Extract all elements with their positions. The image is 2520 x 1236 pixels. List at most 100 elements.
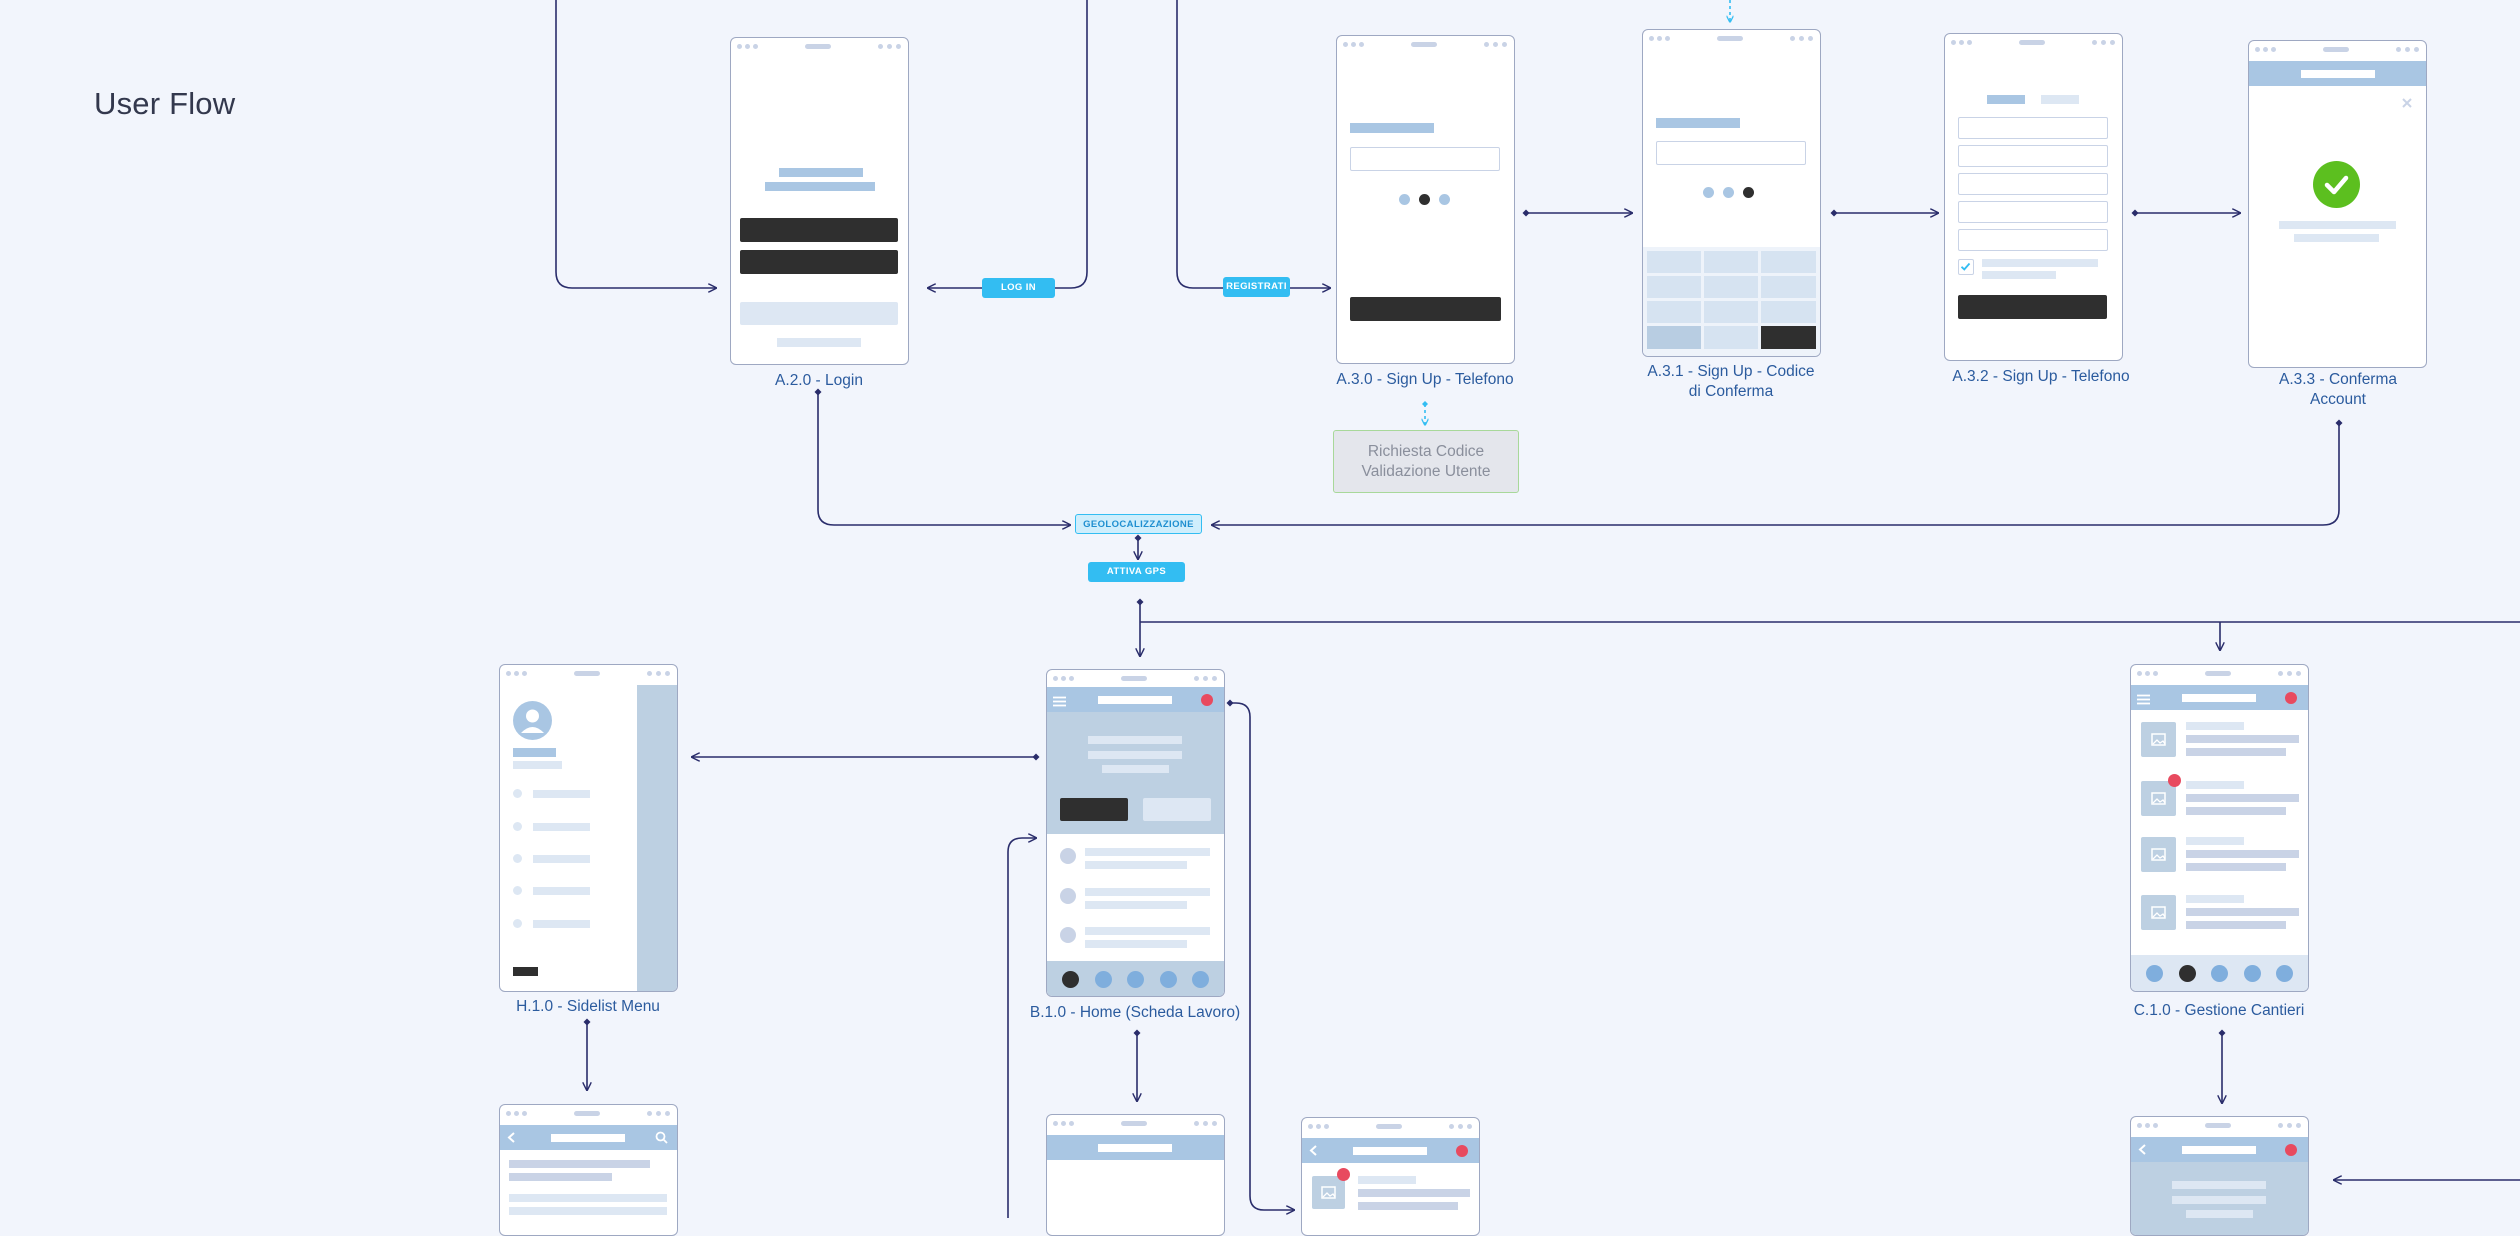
list-item-title[interactable]: [2186, 722, 2244, 730]
login-badge[interactable]: LOG IN: [982, 278, 1055, 298]
tab-inactive[interactable]: [2041, 95, 2079, 104]
list-item-title[interactable]: [2186, 895, 2244, 903]
screen-signup-code[interactable]: [1642, 29, 1821, 357]
keypad-key[interactable]: [1647, 251, 1701, 273]
tab-active[interactable]: [1987, 95, 2025, 104]
register-badge[interactable]: REGISTRATI: [1223, 277, 1290, 297]
screen-confirm-account[interactable]: [2248, 40, 2427, 368]
confirm-header: [2249, 61, 2426, 86]
screen-label-line1: A.3.1 - Sign Up - Codice: [1647, 363, 1815, 380]
confirm-text-placeholder: [2279, 221, 2396, 229]
numeric-keypad[interactable]: [1643, 247, 1820, 356]
menu-item[interactable]: [533, 823, 590, 831]
tab-dot-active[interactable]: [1062, 971, 1079, 988]
keypad-key[interactable]: [1704, 326, 1758, 349]
screen-cantiere-detail[interactable]: [2130, 1116, 2309, 1236]
screen-login[interactable]: [730, 37, 909, 365]
screen-sidelist-menu[interactable]: [499, 664, 678, 992]
checkbox-icon[interactable]: [1958, 259, 1974, 275]
list-item-text: [509, 1207, 667, 1215]
back-chevron-icon[interactable]: [1308, 1144, 1320, 1157]
hero-secondary-button[interactable]: [1143, 798, 1211, 821]
tab-dot[interactable]: [1192, 971, 1209, 988]
menu-item[interactable]: [533, 790, 590, 798]
hero-primary-button[interactable]: [1060, 798, 1128, 821]
hamburger-icon[interactable]: [2137, 692, 2150, 705]
form-field[interactable]: [1958, 145, 2108, 167]
list-item-text: [2186, 748, 2286, 756]
screen-gestione-cantieri[interactable]: [2130, 664, 2309, 992]
tab-dot[interactable]: [1160, 971, 1177, 988]
tab-dot[interactable]: [1095, 971, 1112, 988]
keypad-key[interactable]: [1761, 276, 1816, 298]
list-item-text[interactable]: [1085, 848, 1210, 856]
menu-item[interactable]: [533, 887, 590, 895]
phone-continue-button[interactable]: [1350, 297, 1501, 321]
back-chevron-icon[interactable]: [2137, 1143, 2149, 1156]
keypad-enter-key[interactable]: [1761, 326, 1816, 349]
form-field[interactable]: [1958, 117, 2108, 139]
logout-button[interactable]: [513, 967, 538, 976]
notification-badge[interactable]: [1456, 1145, 1468, 1157]
keypad-key[interactable]: [1704, 301, 1758, 323]
notification-badge[interactable]: [2285, 692, 2297, 704]
geolocation-badge[interactable]: GEOLOCALIZZAZIONE: [1075, 514, 1202, 534]
terms-text-placeholder: [1982, 259, 2098, 267]
tab-dot[interactable]: [2276, 965, 2293, 982]
header-title-placeholder: [551, 1134, 625, 1142]
header-title-placeholder: [1098, 696, 1172, 704]
menu-item[interactable]: [533, 920, 590, 928]
keypad-key[interactable]: [1704, 276, 1758, 298]
screen-signup-form[interactable]: [1944, 33, 2123, 361]
close-icon[interactable]: [2400, 96, 2414, 110]
image-placeholder-icon: [1312, 1176, 1345, 1209]
menu-bullet: [513, 854, 522, 863]
screen-search-list[interactable]: [499, 1104, 678, 1236]
list-item-text[interactable]: [1085, 927, 1210, 935]
tab-dot-active[interactable]: [2179, 965, 2196, 982]
notification-badge[interactable]: [1201, 694, 1213, 706]
login-primary-button[interactable]: [740, 218, 898, 242]
screen-home-detail[interactable]: [1046, 1114, 1225, 1236]
list-item-text[interactable]: [1085, 888, 1210, 896]
phone-input[interactable]: [1350, 147, 1500, 171]
list-item-title[interactable]: [2186, 781, 2244, 789]
back-chevron-icon[interactable]: [506, 1131, 518, 1144]
list-item-text: [1085, 861, 1187, 869]
validation-note-line2: Validazione Utente: [1361, 462, 1491, 480]
screen-signup-phone[interactable]: [1336, 35, 1515, 364]
list-item-title[interactable]: [2186, 837, 2244, 845]
keypad-key[interactable]: [1647, 276, 1701, 298]
hero-text-placeholder: [1088, 751, 1182, 759]
code-input[interactable]: [1656, 141, 1806, 165]
gps-badge[interactable]: ATTIVA GPS: [1088, 562, 1185, 582]
tab-dot[interactable]: [2211, 965, 2228, 982]
signup-submit-button[interactable]: [1958, 295, 2107, 319]
search-icon[interactable]: [655, 1131, 668, 1144]
sidelist-overlay[interactable]: [637, 685, 677, 991]
form-field[interactable]: [1958, 229, 2108, 251]
hero-text-placeholder: [1102, 765, 1169, 773]
keypad-key[interactable]: [1647, 326, 1701, 349]
keypad-key[interactable]: [1761, 251, 1816, 273]
keypad-key[interactable]: [1647, 301, 1701, 323]
hamburger-icon[interactable]: [1053, 694, 1066, 707]
notification-badge[interactable]: [2285, 1144, 2297, 1156]
screen-label-sidelist-menu: H.1.0 - Sidelist Menu: [516, 998, 660, 1015]
tab-dot[interactable]: [2244, 965, 2261, 982]
form-field[interactable]: [1958, 173, 2108, 195]
bottom-tab-bar[interactable]: [1047, 961, 1224, 996]
screen-home[interactable]: [1046, 669, 1225, 997]
list-item-title[interactable]: [1358, 1176, 1416, 1184]
menu-item[interactable]: [533, 855, 590, 863]
tab-dot[interactable]: [1127, 971, 1144, 988]
bottom-tab-bar[interactable]: [2131, 955, 2308, 991]
keypad-key[interactable]: [1704, 251, 1758, 273]
login-light-button[interactable]: [740, 302, 898, 325]
keypad-key[interactable]: [1761, 301, 1816, 323]
form-field[interactable]: [1958, 201, 2108, 223]
tab-dot[interactable]: [2146, 965, 2163, 982]
screen-notifications[interactable]: [1301, 1117, 1480, 1236]
login-secondary-button[interactable]: [740, 250, 898, 274]
